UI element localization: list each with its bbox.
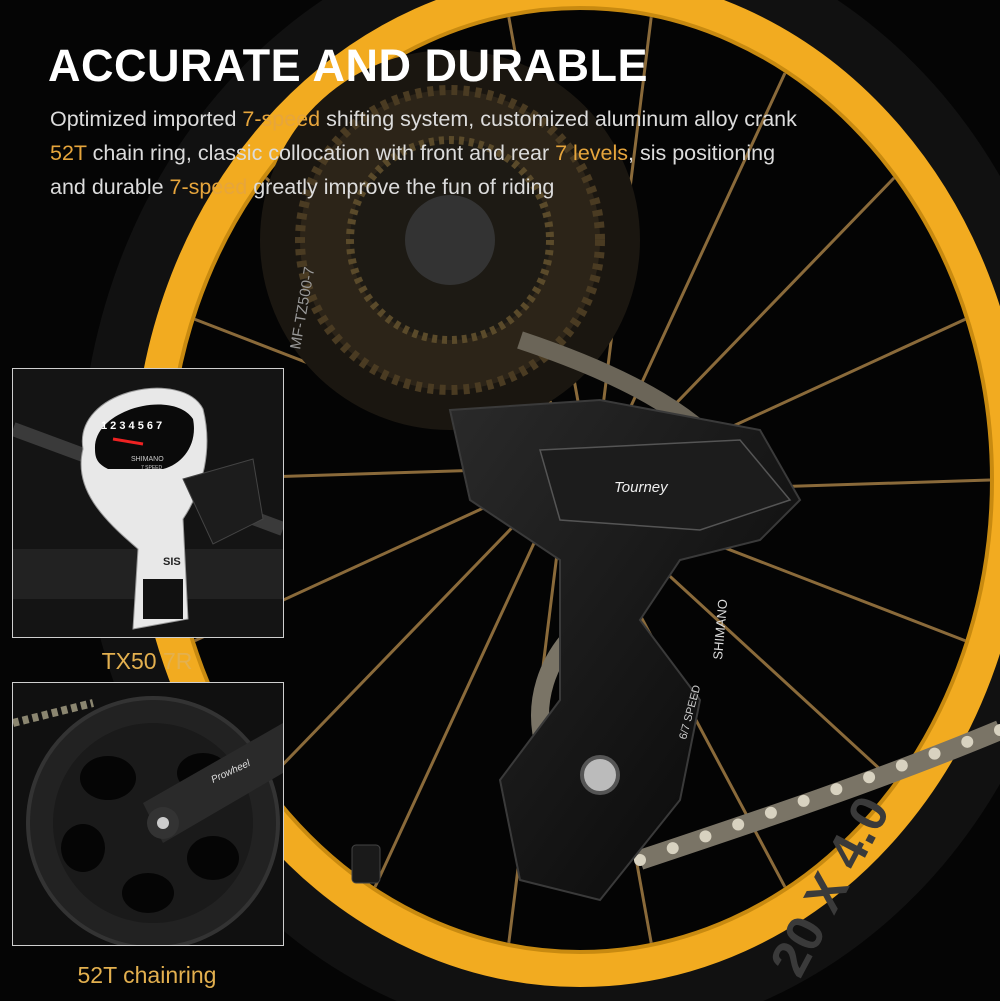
description-line-1: Optimized imported 7-speed shifting syst… — [50, 107, 797, 131]
spoke — [373, 506, 553, 888]
derailleur-model-label: Tourney — [614, 479, 669, 496]
shifter-image: 1 2 3 4 5 6 7 SHIMANO 7 SPEED SIS — [13, 369, 283, 637]
description-text: , sis positioning — [628, 141, 776, 165]
chainring-caption: 52T chainring — [77, 962, 217, 988]
description-text: chain ring, classic collocation with fro… — [86, 141, 556, 165]
headline: ACCURATE AND DURABLE — [48, 40, 648, 91]
dial-numbers: 1 2 3 4 5 6 7 — [101, 420, 162, 432]
shifter-brand: SHIMANO — [131, 456, 164, 463]
highlight-text: 7-speed — [242, 107, 321, 131]
highlight-text: 7-speed — [169, 175, 248, 199]
chain-roller — [961, 735, 974, 748]
description-text: Optimized imported — [50, 107, 243, 131]
description-text: shifting system, customized aluminum all… — [320, 107, 797, 131]
description-text: greatly improve the fun of riding — [247, 175, 555, 199]
chain-roller — [764, 806, 777, 819]
chain-roller — [830, 783, 843, 796]
spoke — [264, 494, 545, 784]
cassette: MF-TZ500-7 — [260, 50, 640, 430]
highlight-text: 52T — [50, 141, 87, 165]
derailleur-brand-label: SHIMANO — [710, 599, 730, 661]
description-line-3: and durable 7-speed greatly improve the … — [50, 175, 554, 199]
description: Optimized imported 7-speed shifting syst… — [50, 102, 970, 204]
chainring-image: Prowheel — [13, 683, 283, 945]
chain-roller — [699, 830, 712, 843]
description-line-2: 52T chain ring, classic collocation with… — [50, 141, 775, 165]
shifter-inset: 1 2 3 4 5 6 7 SHIMANO 7 SPEED SIS — [12, 368, 284, 638]
chain-roller — [634, 854, 646, 866]
chain-roller — [666, 842, 679, 855]
chain-roller — [863, 771, 876, 784]
shifter-speed: 7 SPEED — [141, 465, 163, 471]
chain-roller — [797, 794, 810, 807]
highlight-text: 7 levels — [555, 141, 629, 165]
chain-roller — [895, 759, 908, 772]
chain-roller — [928, 747, 941, 760]
chainring-inset: Prowheel — [12, 682, 284, 946]
shifter-caption: TX50 7R — [101, 648, 193, 674]
valve-cap — [351, 844, 381, 884]
chain-roller — [994, 724, 1000, 736]
description-text: and durable — [50, 175, 170, 199]
sis-badge: SIS — [163, 556, 181, 568]
chain-roller — [732, 818, 745, 831]
rear-derailleur: Tourney SHIMANO 6/7 SPEED — [448, 398, 802, 902]
